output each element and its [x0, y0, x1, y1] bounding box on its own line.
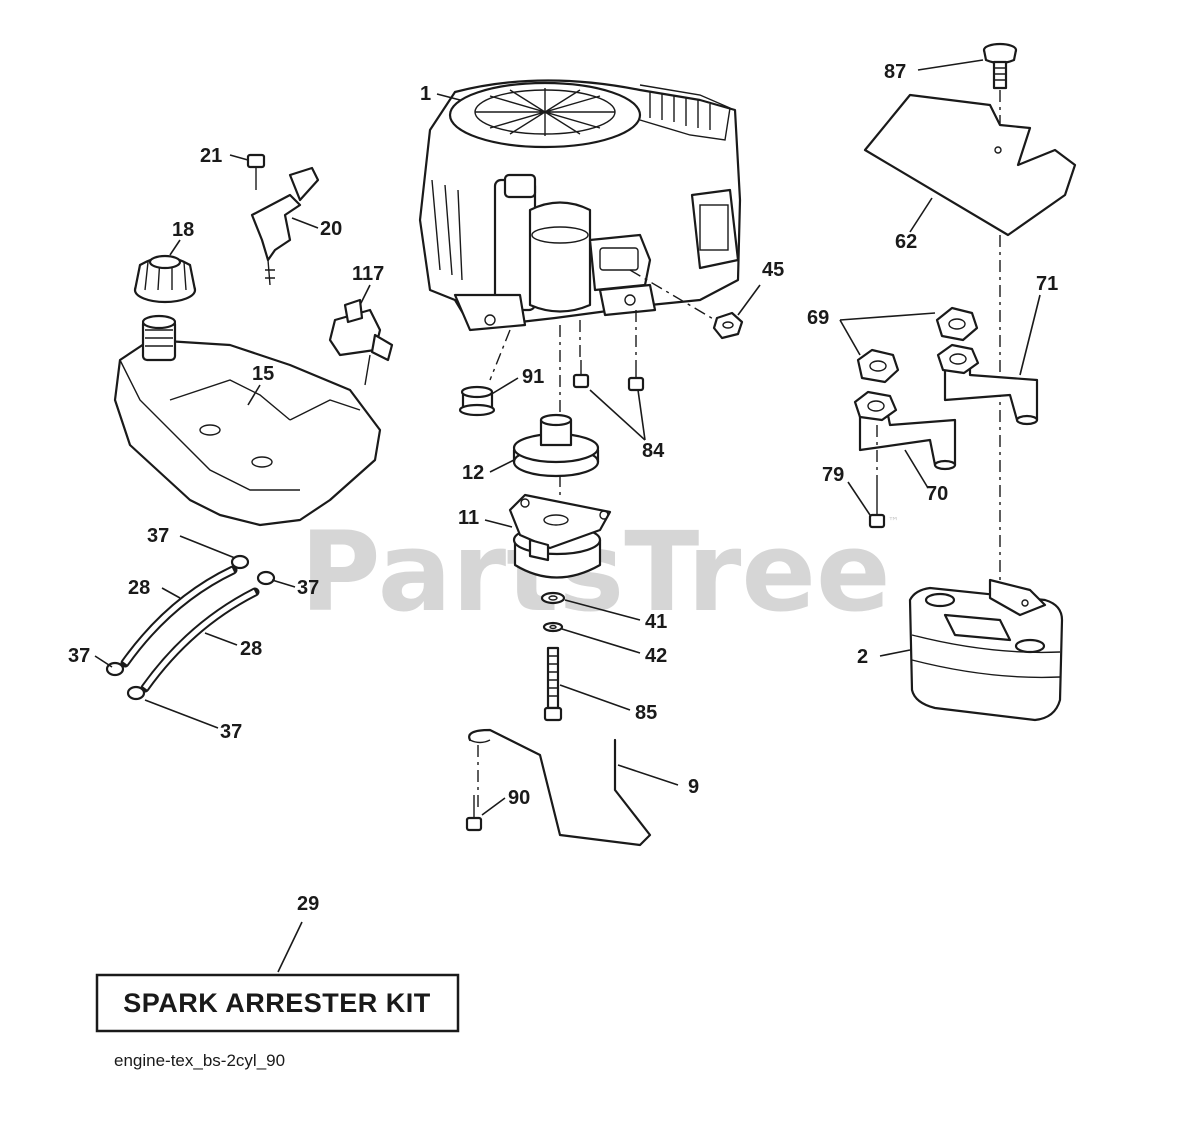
- fuel-cap-part[interactable]: [133, 254, 197, 304]
- fuel-line-upper-part[interactable]: [120, 565, 238, 668]
- watermark-trademark: ™: [888, 515, 899, 528]
- washer-41-part[interactable]: [540, 591, 566, 605]
- exhaust-pipe-70-part[interactable]: [853, 390, 957, 471]
- callout-1: 1: [420, 83, 431, 105]
- heat-shield-part[interactable]: [863, 93, 1077, 237]
- muffler-part[interactable]: [908, 578, 1064, 722]
- bolt-90-part[interactable]: [465, 795, 483, 832]
- callout-87: 87: [884, 61, 906, 83]
- callout-29: 29: [297, 893, 319, 915]
- bolt-84-parts[interactable]: [572, 360, 645, 392]
- belt-keeper-rod-part[interactable]: [468, 728, 652, 847]
- callout-21: 21: [200, 145, 222, 167]
- diagram-reference-code: engine-tex_bs-2cyl_90: [114, 1051, 285, 1070]
- callout-2: 2: [857, 646, 868, 668]
- electric-clutch-part[interactable]: [508, 493, 612, 579]
- callout-85: 85: [635, 702, 657, 724]
- gasket-69-parts[interactable]: [856, 306, 979, 384]
- callout-20: 20: [320, 218, 342, 240]
- callout-28-lower: 28: [240, 638, 262, 660]
- callout-37-bottom: 37: [220, 721, 242, 743]
- bolt-21-part[interactable]: [246, 153, 266, 190]
- callout-69: 69: [807, 307, 829, 329]
- pulley-part[interactable]: [512, 413, 600, 478]
- callout-71: 71: [1036, 273, 1058, 295]
- throttle-bracket-part[interactable]: [250, 166, 320, 286]
- callout-91: 91: [522, 366, 544, 388]
- callout-18: 18: [172, 219, 194, 241]
- nut-45-part[interactable]: [712, 311, 744, 340]
- callout-90: 90: [508, 787, 530, 809]
- callout-28-upper: 28: [128, 577, 150, 599]
- callout-42: 42: [645, 645, 667, 667]
- callout-15: 15: [252, 363, 274, 385]
- callout-11: 11: [458, 507, 479, 529]
- callout-37-left: 37: [68, 645, 90, 667]
- callout-9: 9: [688, 776, 699, 798]
- callout-84: 84: [642, 440, 665, 462]
- callout-37-right: 37: [297, 577, 319, 599]
- spark-arrester-kit-box[interactable]: SPARK ARRESTER KIT: [95, 973, 460, 1033]
- knob-bolt-part[interactable]: [982, 42, 1018, 90]
- washer-42-part[interactable]: [542, 621, 564, 633]
- callout-79: 79: [822, 464, 844, 486]
- spacer-part[interactable]: [458, 385, 496, 417]
- callout-117: 117: [352, 263, 384, 285]
- callout-45: 45: [762, 259, 784, 281]
- callout-12: 12: [462, 462, 484, 484]
- exhaust-pipe-71-part[interactable]: [936, 343, 1039, 426]
- callout-41: 41: [645, 611, 667, 633]
- fuel-line-lower-part[interactable]: [140, 587, 260, 693]
- callout-70: 70: [926, 483, 948, 505]
- fuel-tank-part[interactable]: [113, 314, 382, 527]
- engine-part[interactable]: [418, 79, 742, 332]
- callout-labels: 1 21 20 18 117 15 37 37 37 37 28 28 91 8…: [68, 61, 1058, 915]
- fuel-valve-part[interactable]: [328, 298, 394, 386]
- spark-arrester-kit-label: SPARK ARRESTER KIT: [123, 988, 431, 1018]
- callout-62: 62: [895, 231, 917, 253]
- bolt-85-part[interactable]: [543, 646, 563, 722]
- leader-lines: [94, 59, 1041, 973]
- bolt-79-part[interactable]: [868, 480, 886, 529]
- callout-37-top: 37: [147, 525, 169, 547]
